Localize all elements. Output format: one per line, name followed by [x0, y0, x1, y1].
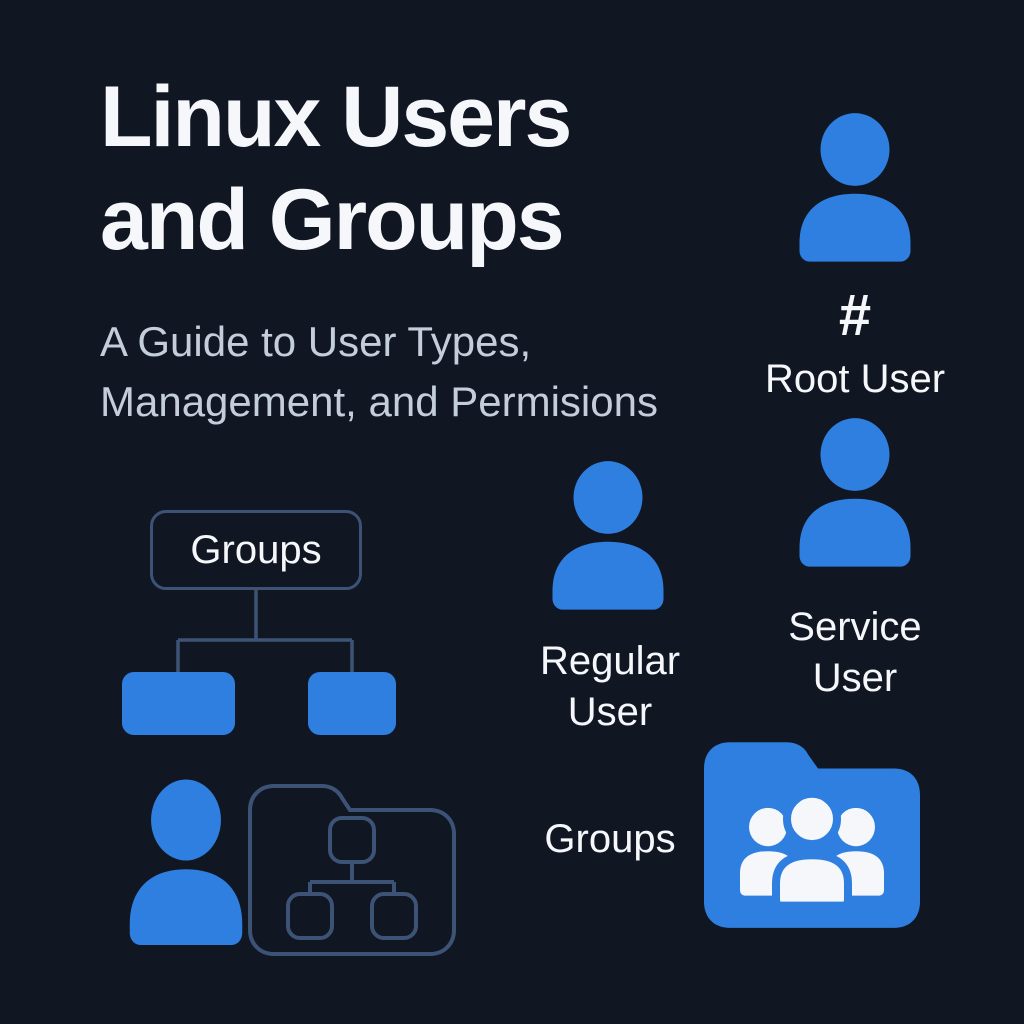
root-user-icon [799, 113, 911, 262]
groups-folder-icon [704, 742, 920, 928]
groups-tree-child-node-right [308, 672, 396, 735]
page-title: Linux Users and Groups [100, 66, 820, 272]
folder-tree-icon [248, 784, 456, 956]
title-line-1: Linux Users [100, 69, 572, 165]
person-icon [129, 779, 243, 945]
groups-tree-root-label: Groups [190, 527, 322, 572]
subtitle-line-1: A Guide to User Types, [100, 318, 532, 365]
service-user-label-line-1: Service [788, 605, 922, 649]
subtitle-line-2: Management, and Permisions [100, 377, 658, 425]
groups-tree-child-node-left [122, 672, 235, 735]
title-line-2: and Groups [100, 172, 565, 269]
people-group-glyph [740, 789, 884, 910]
service-user-icon [799, 418, 911, 567]
regular-user-icon [552, 461, 664, 610]
regular-user-label: Regular User [520, 636, 700, 738]
groups-folder-label: Groups [544, 817, 676, 861]
page-subtitle: A Guide to User Types, Management, and P… [100, 312, 760, 431]
service-user-label: Service User [765, 602, 945, 704]
regular-user-label-line-2: User [567, 690, 653, 735]
service-user-label-line-2: User [812, 656, 898, 701]
root-hash-symbol: # [838, 283, 872, 348]
groups-tree-root-node: Groups [150, 510, 362, 590]
root-user-label: Root User [764, 357, 946, 401]
regular-user-label-line-1: Regular [539, 639, 681, 683]
